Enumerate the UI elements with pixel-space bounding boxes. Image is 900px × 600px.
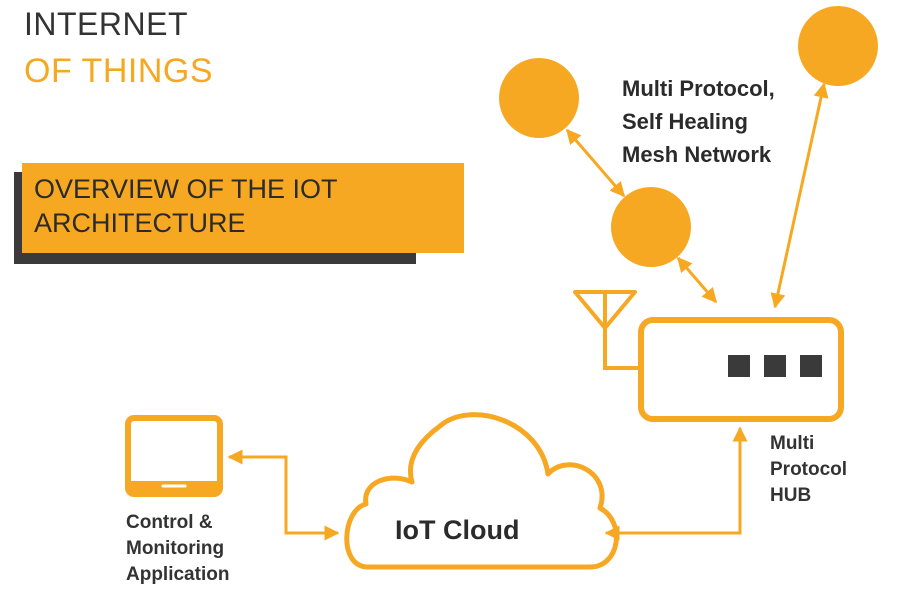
mesh-label-line-1: Multi Protocol, [622,76,775,101]
hub-indicator-3 [800,355,822,377]
banner-line-2: ARCHITECTURE [34,208,246,238]
app-label-line-3: Application [126,564,230,585]
hub-label-line-1: Multi [770,433,815,454]
hub-box-icon [638,317,844,422]
mesh-node-right [798,6,878,86]
app-label: Control & Monitoring Application [126,510,296,588]
app-label-line-1: Control & [126,512,213,533]
hub-label-line-2: Protocol [770,459,848,480]
mesh-network-label: Multi Protocol, Self Healing Mesh Networ… [622,72,822,171]
tablet-icon [125,415,223,497]
title-of-things: OF THINGS [24,52,213,90]
banner-text: OVERVIEW OF THE IOT ARCHITECTURE [34,172,454,240]
hub-label-line-3: HUB [770,485,812,506]
mesh-label-line-3: Mesh Network [622,142,772,167]
mesh-node-left [499,58,579,138]
banner-line-1: OVERVIEW OF THE IOT [34,174,338,204]
cloud-label: IoT Cloud [395,515,520,545]
cloud-icon [344,412,619,570]
arrow-mesh-right-hub [770,82,829,309]
antenna-icon [573,290,644,370]
arrow-app-cloud [227,449,340,541]
mesh-node-center [611,187,691,267]
title-internet: INTERNET [24,6,188,42]
hub-indicator-1 [728,355,750,377]
hub-indicator-2 [764,355,786,377]
app-label-line-2: Monitoring [126,538,225,559]
arrow-mesh-center-hub [676,256,718,304]
arrow-mesh-left-center [565,128,626,198]
mesh-label-line-2: Self Healing [622,109,748,134]
overview-banner: OVERVIEW OF THE IOT ARCHITECTURE [22,163,464,253]
arrow-cloud-hub [604,426,748,541]
hub-label: Multi Protocol HUB [770,431,890,509]
